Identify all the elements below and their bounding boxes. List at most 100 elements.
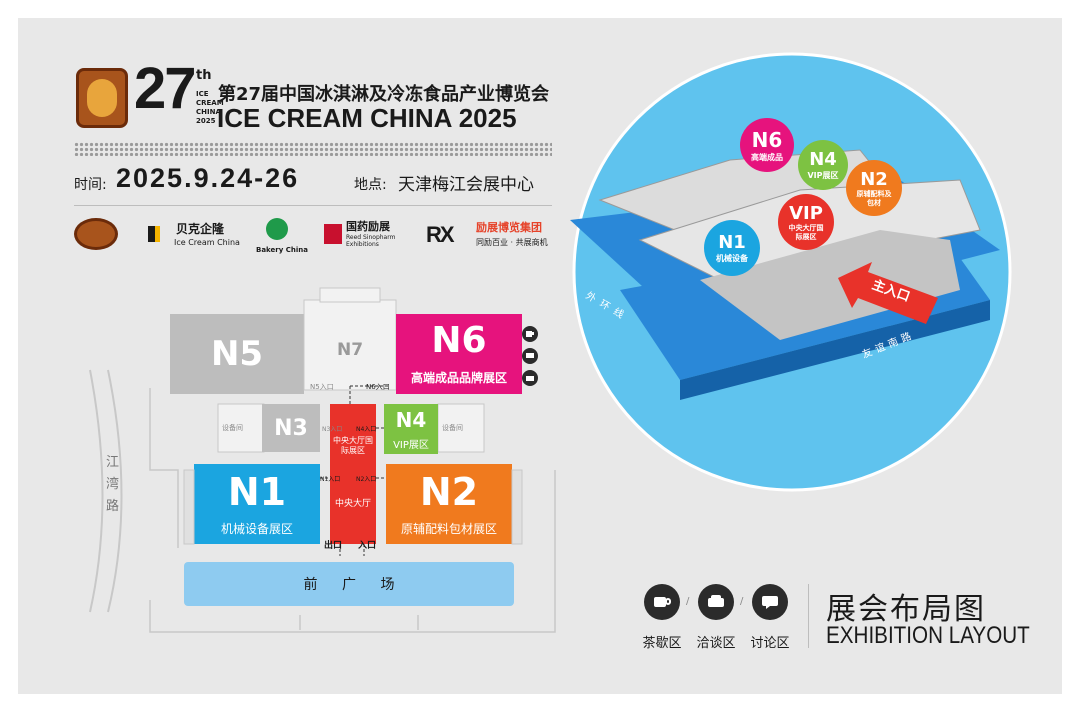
edition-suffix: th [196, 68, 212, 83]
bakery-china-logo-icon [266, 218, 288, 240]
hall-n3-label: N3 [274, 415, 308, 441]
partner-name: 国药励展 [346, 220, 390, 233]
aerial-vip-label: 中央大厅国际展区 [788, 223, 824, 241]
equipment-room-label: 设备间 [222, 424, 243, 432]
aerial-plaza [700, 230, 960, 340]
legend-label-tea-break: 茶歇区 [642, 636, 682, 651]
hall-n6-code: N6 [431, 319, 487, 361]
n6-entrance-label: N6入口 [366, 383, 390, 391]
logo-cone-icon [87, 79, 117, 117]
road-edge-line [107, 369, 123, 613]
main-entrance-arrow-icon [838, 262, 938, 324]
armchair-icon [522, 370, 538, 386]
aerial-n4-label: VIP展区 [807, 171, 839, 180]
aerial-vip-badge: VIP 中央大厅国际展区 [778, 194, 834, 250]
header-divider [74, 205, 552, 206]
road-label: 江湾路 [106, 455, 120, 514]
aerial-vip-code: VIP [789, 202, 823, 224]
aerial-n4-badge: N4 VIP展区 [798, 140, 848, 190]
hall-n1-label: 机械设备展区 [220, 522, 293, 536]
hall-n7-label: N7 [336, 340, 364, 360]
entry-label: 入口 [358, 541, 377, 551]
venue-value: 天津梅江会展中心 [398, 175, 534, 195]
venue-label: 地点: [354, 177, 387, 193]
legend-divider [808, 584, 809, 648]
site-boundary-line [149, 388, 179, 548]
hall-n6 [396, 314, 522, 394]
legend-title-cn: 展会布局图 [826, 592, 986, 627]
aerial-view-circle-border [572, 52, 1012, 492]
hall-n2-code: N2 [419, 470, 479, 514]
n2-entrance-label: N2入口 [356, 476, 377, 483]
legend-label-discussion: 讨论区 [750, 636, 790, 651]
n4-entrance-label: N4入口 [356, 426, 377, 433]
equipment-room-right [437, 403, 485, 453]
hall-n1 [194, 464, 320, 544]
legend-label-negotiation: 洽谈区 [696, 636, 736, 651]
dotted-divider [74, 142, 552, 156]
coffee-cup-icon [644, 584, 680, 620]
aerial-n1-code: N1 [718, 232, 746, 253]
hall-n2-label: 原辅配料包材展区 [400, 522, 497, 536]
sinopharm-logo-icon [324, 224, 342, 244]
date-value: 2025.9.24-26 [116, 163, 300, 193]
date-label: 时间: [74, 177, 107, 193]
site-boundary-line [299, 615, 419, 630]
bake-logo-icon [148, 226, 160, 242]
partner-sub: Ice Cream China [174, 238, 240, 247]
n3-entrance-label: N3入口 [322, 426, 343, 433]
chat-bubble-icon [752, 584, 788, 620]
hall-n5 [170, 314, 304, 394]
aerial-n4-code: N4 [809, 149, 837, 170]
armchair-icon [698, 584, 734, 620]
ice-cream-china-logo [76, 68, 128, 128]
hall-n4-code: N4 [395, 408, 427, 432]
aerial-n6-label: 高端成品 [751, 152, 783, 162]
aerial-n2-label: 原辅配料及包材 [856, 189, 892, 207]
edition-small-text: ICE CREAM CHINA 2025 [196, 90, 224, 125]
road-edge-line [89, 369, 104, 613]
front-plaza-label: 前 广 场 [303, 577, 395, 593]
legend-separator: / [740, 596, 744, 607]
legend-title-en: EXHIBITION LAYOUT [826, 622, 1030, 649]
hall-n4 [384, 404, 438, 454]
partner-sub: Reed Sinopharm Exhibitions [346, 234, 396, 248]
hall-n2 [386, 464, 512, 544]
legend-separator: / [686, 596, 690, 607]
partner-name: 励展博览集团 [476, 221, 542, 234]
coffee-cup-icon [522, 326, 538, 342]
aerial-n1-label: 机械设备 [716, 254, 748, 263]
central-hall-top-label: 中央大厅国际展区 [333, 436, 373, 455]
partner-logo-badge-icon [74, 218, 118, 250]
hall-n4-label: VIP展区 [393, 440, 429, 451]
n1-entrance-label: N1入口 [320, 476, 341, 483]
hall-n2-annex [511, 469, 523, 545]
hall-n6-label: 高端成品品牌展区 [410, 371, 507, 385]
chat-bubble-icon [522, 348, 538, 364]
edition-number: 27 [134, 56, 196, 121]
aerial-n1-badge: N1 机械设备 [704, 220, 760, 276]
partner-sub: 同励百业 · 共展商机 [476, 238, 548, 247]
front-plaza [184, 562, 514, 606]
aerial-platform-edge [680, 300, 990, 400]
hall-n5-label: N5 [210, 334, 264, 374]
rx-logo-icon: RX [426, 222, 455, 247]
exit-label: 出口 [324, 541, 343, 551]
hall-n7 [303, 299, 397, 391]
hall-n1-annex [183, 469, 195, 545]
hall-n7-annex [319, 287, 381, 303]
n5-entrance-label: N5入口 [310, 383, 334, 391]
partner-name: Bakery China [256, 246, 308, 254]
aerial-n2-badge: N2 原辅配料及包材 [846, 160, 902, 216]
partner-name: 贝克企隆 [176, 222, 225, 236]
site-boundary-line [149, 470, 556, 633]
title-chinese: 第27届中国冰淇淋及冷冻食品产业博览会 [218, 84, 550, 105]
hall-n1-code: N1 [227, 470, 287, 514]
aerial-n6-badge: N6 高端成品 [740, 118, 794, 172]
equipment-room-label: 设备间 [442, 424, 463, 432]
central-hall [330, 404, 376, 544]
aerial-n6-code: N6 [751, 127, 783, 152]
central-hall-bottom-label: 中央大厅 [334, 499, 371, 509]
